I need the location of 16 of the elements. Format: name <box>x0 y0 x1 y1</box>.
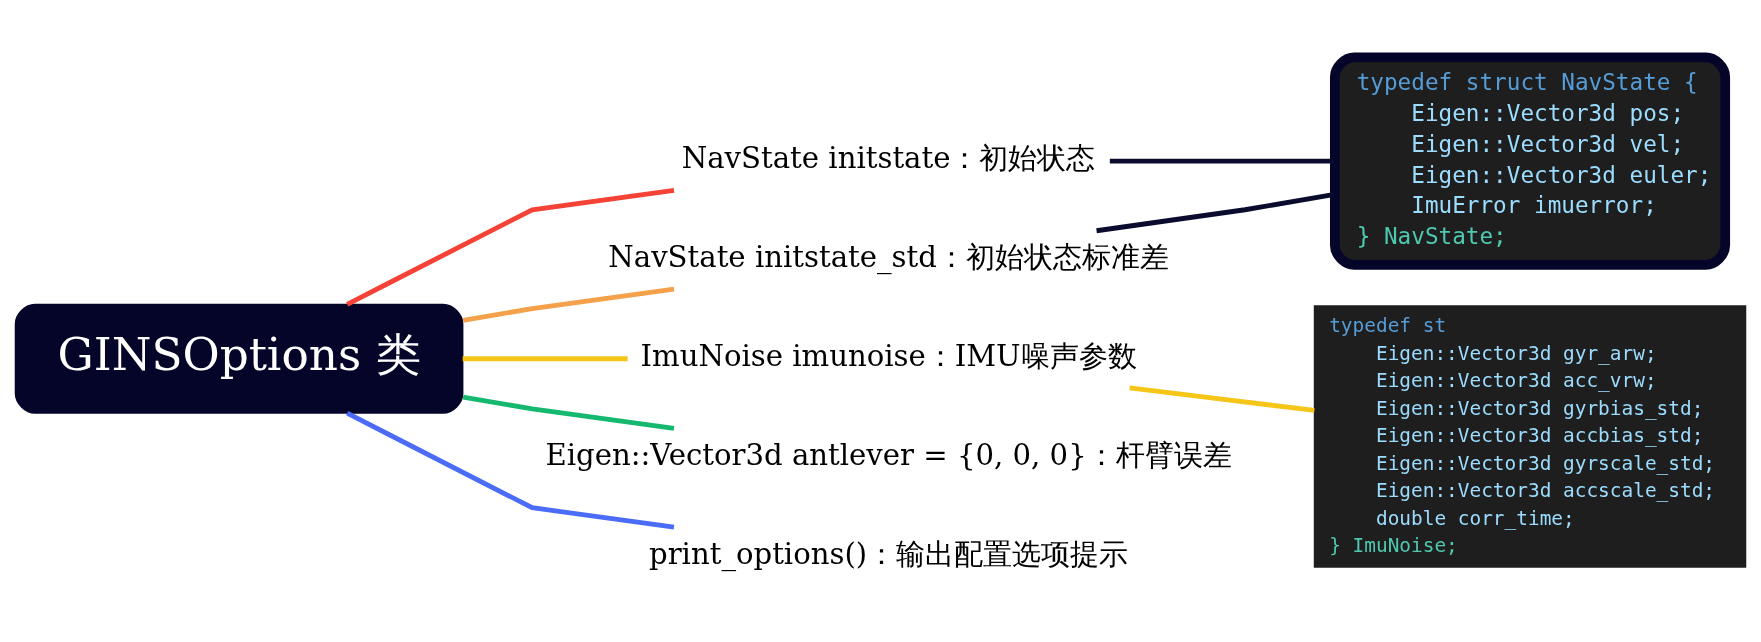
connector <box>1096 191 1336 233</box>
node-text: NavState initstate：初始状态 <box>681 140 1096 175</box>
connector <box>462 286 675 323</box>
connector <box>346 410 675 530</box>
connector <box>346 187 675 306</box>
connector <box>1129 385 1315 413</box>
node-box: typedef struct NavState { Eigen::Vector3d pos; Eigen::Vector3d vel; Eigen::Vector3d euler; ImuError imuerror; } NavState; <box>1330 52 1731 270</box>
node-text: print_options()：输出配置选项提示 <box>649 535 1129 570</box>
connector <box>462 355 628 361</box>
node-box: GINSOptions 类 <box>14 303 464 414</box>
node-box: typedef st Eigen::Vector3d gyr_arw; Eigen::Vector3d acc_vrw; Eigen::Vector3d gyrbias_std; Eigen::Vector3d accbias_std; Eigen::Vector3d gyrscale_std; Eigen::Vector3d accscale_std; double corr_time; } ImuNoise; <box>1313 304 1747 568</box>
node-text: NavState initstate_std：初始状态标准差 <box>608 239 1169 274</box>
node-text: Eigen::Vector3d antlever = {0, 0, 0}：杆臂误差 <box>545 437 1232 472</box>
connector <box>1109 158 1335 164</box>
node-text: ImuNoise imunoise：IMU噪声参数 <box>640 338 1137 373</box>
connector <box>462 394 675 431</box>
